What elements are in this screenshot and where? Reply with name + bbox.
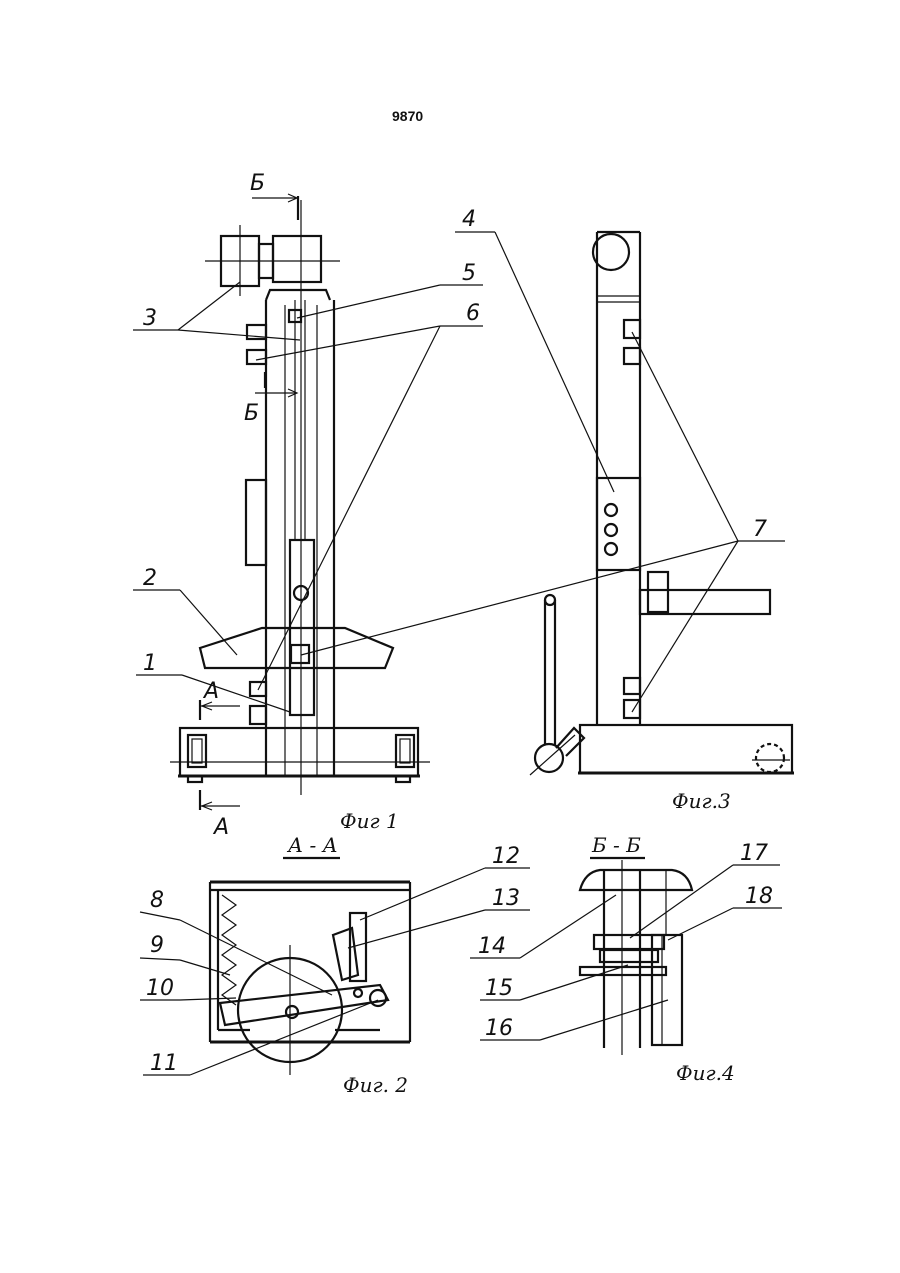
figure-3-front-view xyxy=(530,232,794,775)
labels: 1 2 3 4 5 6 7 8 9 10 11 12 13 14 15 16 1… xyxy=(143,171,773,1097)
part-label-7: 7 xyxy=(753,517,767,542)
figure-3-caption: Фиг.3 xyxy=(672,789,731,813)
part-label-5: 5 xyxy=(462,261,476,286)
figure-2-caption: Фиг. 2 xyxy=(343,1073,408,1097)
part-label-16: 16 xyxy=(485,1016,513,1041)
part-label-9: 9 xyxy=(150,933,164,958)
section-mark-a-bottom: А xyxy=(212,815,229,840)
part-label-17: 17 xyxy=(740,841,768,866)
part-label-2: 2 xyxy=(143,566,157,591)
section-title-a-a: А - А xyxy=(286,833,338,857)
part-label-6: 6 xyxy=(466,301,480,326)
part-label-4: 4 xyxy=(462,207,476,232)
part-label-1: 1 xyxy=(143,651,157,676)
section-mark-a-top: А xyxy=(202,679,219,704)
part-label-14: 14 xyxy=(478,934,506,959)
section-mark-b-bottom: Б xyxy=(244,401,259,426)
figure-4-caption: Фиг.4 xyxy=(676,1061,735,1085)
figure-1-caption: Фиг 1 xyxy=(340,809,399,833)
part-label-10: 10 xyxy=(146,976,174,1001)
section-title-b-b: Б - Б xyxy=(591,833,641,857)
figure-2-section-a-a xyxy=(210,858,410,1075)
part-label-15: 15 xyxy=(485,976,513,1001)
figure-1-side-view xyxy=(170,194,430,810)
part-label-18: 18 xyxy=(745,884,773,909)
part-label-11: 11 xyxy=(150,1051,178,1076)
figure-4-section-b-b xyxy=(580,858,692,1055)
part-label-8: 8 xyxy=(150,888,164,913)
section-mark-b-top: Б xyxy=(250,171,265,196)
part-label-13: 13 xyxy=(492,886,520,911)
part-label-12: 12 xyxy=(492,844,520,869)
part-label-3: 3 xyxy=(143,306,157,331)
